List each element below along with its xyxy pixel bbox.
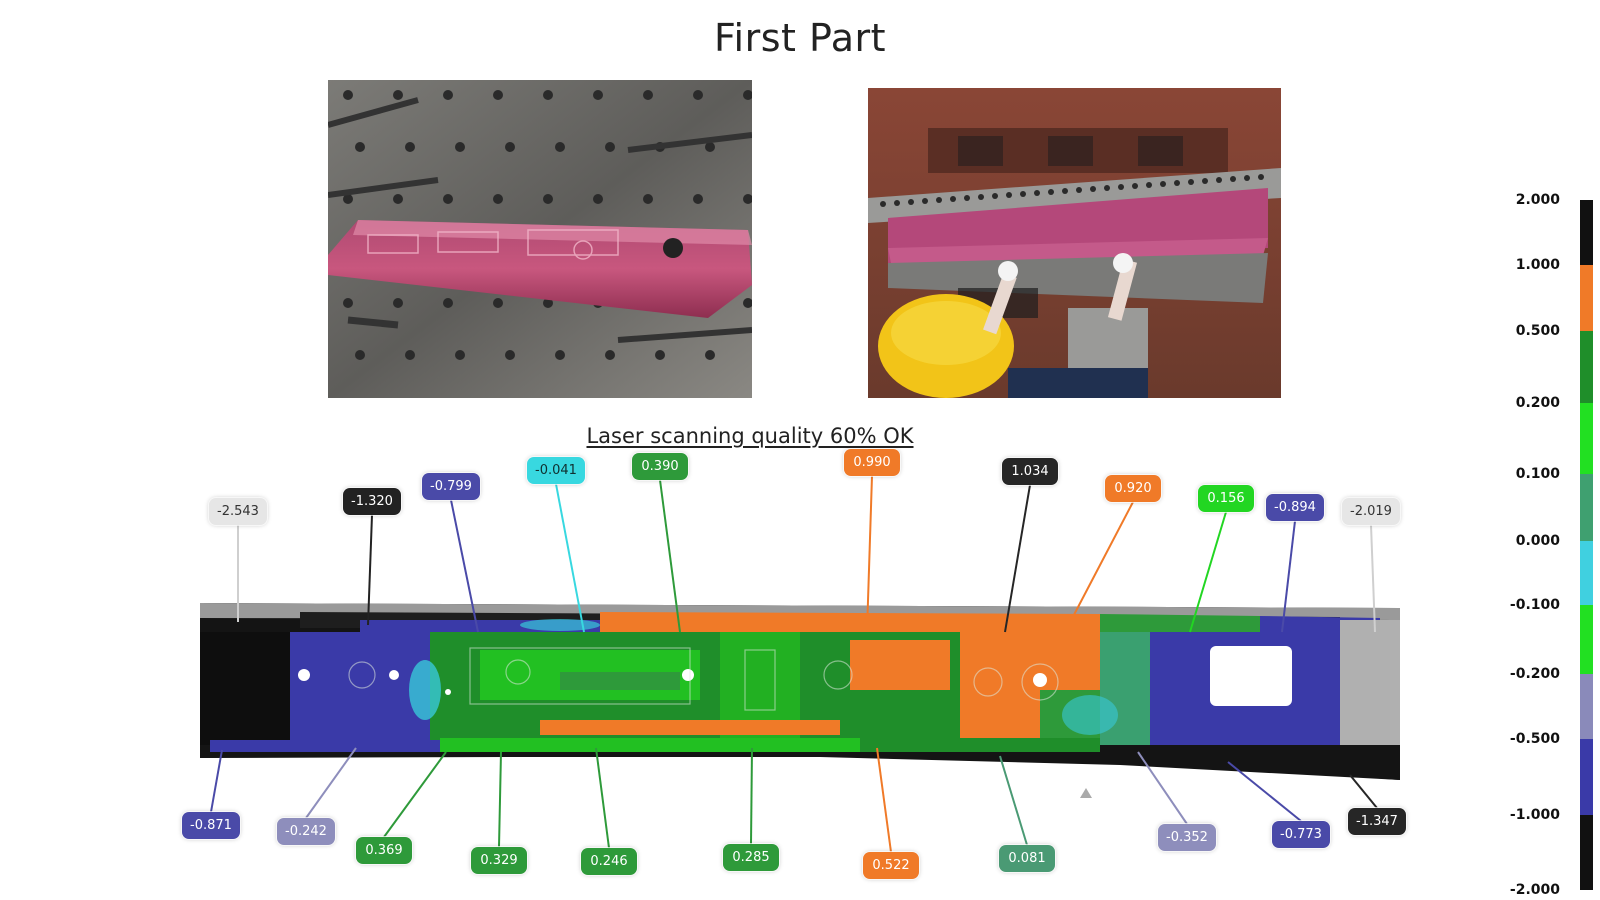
bottom-deviation-callout: -0.242 <box>277 818 335 845</box>
scale-tick-label: 0.200 <box>1515 395 1560 411</box>
scale-tick-label: -0.100 <box>1509 597 1560 613</box>
scale-tick-label: -0.200 <box>1509 666 1560 682</box>
bottom-deviation-callout: -0.352 <box>1158 824 1216 851</box>
top-deviation-callout: -0.041 <box>527 457 585 484</box>
top-deviation-callout: -2.543 <box>209 498 267 525</box>
top-leader-line <box>1189 511 1227 633</box>
scale-band <box>1580 331 1593 403</box>
top-leader-line <box>866 475 873 633</box>
top-leader-line <box>1281 520 1296 633</box>
scale-band <box>1580 541 1593 605</box>
bottom-deviation-callout: -1.347 <box>1348 808 1406 835</box>
bottom-deviation-callout: 0.246 <box>581 848 637 875</box>
top-deviation-callout: -1.320 <box>343 488 401 515</box>
bottom-leader-line <box>498 751 502 848</box>
top-deviation-callout: 1.034 <box>1002 458 1058 485</box>
part-in-die-photo <box>868 88 1281 398</box>
part-on-fixture-image <box>328 80 752 398</box>
bottom-deviation-callout: 0.081 <box>999 845 1055 872</box>
bottom-leader-line <box>999 755 1028 846</box>
scanned-part-colormap <box>200 603 1400 798</box>
part-in-die-image <box>868 88 1281 398</box>
scale-tick-label: -0.500 <box>1509 731 1560 747</box>
bottom-leader-line <box>383 751 447 838</box>
scale-band <box>1580 815 1593 890</box>
top-leader-line <box>1370 524 1376 633</box>
scale-tick-label: -1.000 <box>1509 807 1560 823</box>
bottom-leader-line <box>1349 774 1378 809</box>
bottom-leader-line <box>595 747 610 849</box>
scale-band <box>1580 739 1593 815</box>
top-leader-line <box>450 499 479 633</box>
top-leader-line <box>659 479 681 633</box>
laser-scan-deviation-map <box>200 475 1400 853</box>
scale-tick-label: 0.500 <box>1515 323 1560 339</box>
part-on-fixture-photo <box>328 80 752 398</box>
scale-band <box>1580 200 1593 265</box>
scale-band <box>1580 474 1593 541</box>
bottom-leader-line <box>1137 751 1188 825</box>
scale-tick-label: 1.000 <box>1515 257 1560 273</box>
top-deviation-callout: -2.019 <box>1342 498 1400 525</box>
scan-quality-caption: Laser scanning quality 60% OK <box>586 424 914 448</box>
deviation-color-scale <box>1580 200 1593 900</box>
bottom-leader-line <box>750 747 753 845</box>
scale-tick-label: 0.000 <box>1515 533 1560 549</box>
bottom-leader-line <box>210 749 223 813</box>
scale-band <box>1580 265 1593 331</box>
top-deviation-callout: 0.156 <box>1198 485 1254 512</box>
bottom-deviation-callout: -0.773 <box>1272 821 1330 848</box>
bottom-leader-line <box>876 747 892 853</box>
top-deviation-callout: -0.799 <box>422 473 480 500</box>
top-leader-line <box>1004 484 1031 633</box>
scale-band <box>1580 605 1593 674</box>
scale-tick-label: 2.000 <box>1515 192 1560 208</box>
scale-band <box>1580 403 1593 474</box>
top-leader-line <box>555 483 585 633</box>
bottom-deviation-callout: 0.369 <box>356 837 412 864</box>
callout-leader-lines <box>210 475 1378 853</box>
bottom-deviation-callout: -0.871 <box>182 812 240 839</box>
bottom-deviation-callout: 0.522 <box>863 852 919 879</box>
scale-band <box>1580 674 1593 739</box>
top-deviation-callout: 0.920 <box>1105 475 1161 502</box>
scale-tick-label: -2.000 <box>1509 882 1560 898</box>
scale-tick-label: 0.100 <box>1515 466 1560 482</box>
bottom-deviation-callout: 0.329 <box>471 847 527 874</box>
bottom-leader-line <box>1227 761 1302 822</box>
top-deviation-callout: -0.894 <box>1266 494 1324 521</box>
top-deviation-callout: 0.390 <box>632 453 688 480</box>
top-leader-line <box>367 514 373 626</box>
top-leader-line <box>1064 501 1134 633</box>
page-title: First Part <box>713 16 887 60</box>
bottom-deviation-callout: 0.285 <box>723 844 779 871</box>
bottom-leader-line <box>305 747 357 819</box>
top-deviation-callout: 0.990 <box>844 449 900 476</box>
